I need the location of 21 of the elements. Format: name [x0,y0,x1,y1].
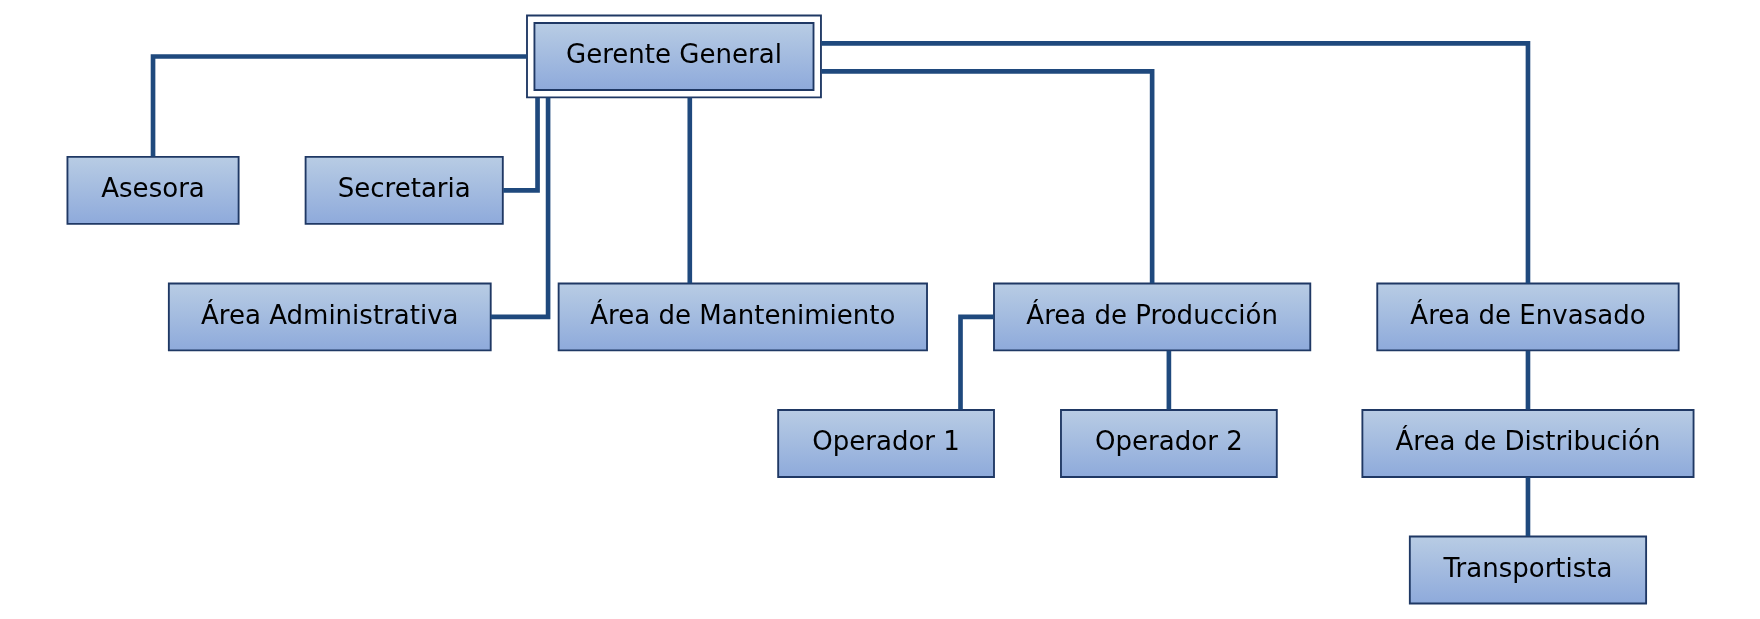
node-box: Secretaria [304,156,504,225]
connector [957,314,994,410]
node-box: Área Administrativa [167,282,492,352]
node-box: Transportista [1408,535,1647,605]
connector [686,97,692,284]
connector [820,69,1154,284]
node-box: Área de Mantenimiento [557,282,928,352]
connector [502,98,540,193]
node-box: Operador 1 [776,409,995,478]
connector [1166,350,1171,410]
connector [490,97,550,320]
node-box: Operador 2 [1059,409,1278,478]
node-box: Gerente General [525,14,822,99]
connector [1525,350,1530,410]
node-box: Asesora [66,156,240,225]
connector [1525,477,1530,536]
node-box: Área de Distribución [1360,409,1694,478]
node-box: Área de Envasado [1375,282,1680,352]
connector [150,54,527,157]
node-box: Área de Producción [992,282,1311,352]
connector [820,41,1530,284]
